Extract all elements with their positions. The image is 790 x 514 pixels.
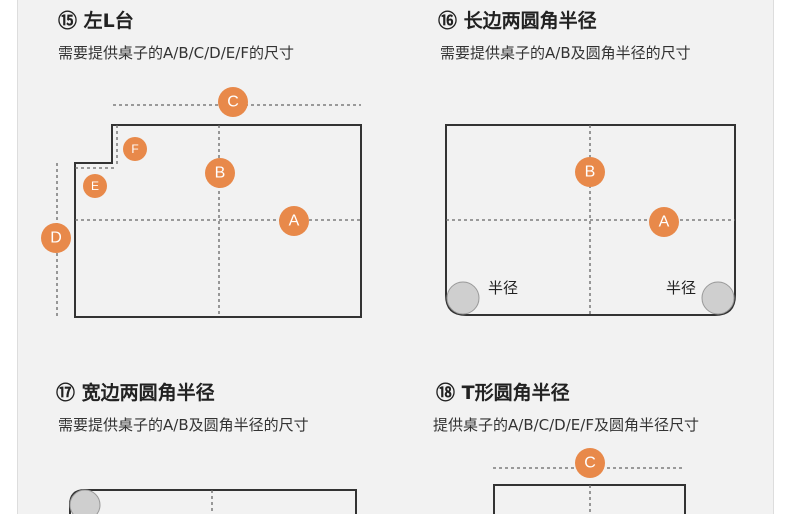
marker-c: C bbox=[584, 455, 596, 472]
marker-b: B bbox=[215, 165, 226, 182]
section-18-title: ⑱ T形圆角半径 bbox=[436, 382, 570, 404]
radius-marker bbox=[69, 489, 101, 514]
section-16-subtitle: 需要提供桌子的A/B及圆角半径的尺寸 bbox=[440, 44, 691, 62]
section-17-title: ⑰ 宽边两圆角半径 bbox=[56, 382, 215, 404]
section-15-title: ⑮ 左L台 bbox=[58, 10, 134, 32]
marker-d: D bbox=[50, 230, 62, 247]
rounded-wide-desk-outline bbox=[69, 489, 357, 514]
marker-c: C bbox=[227, 94, 239, 111]
section-16-title: ⑯ 长边两圆角半径 bbox=[438, 10, 597, 32]
marker-a: A bbox=[289, 213, 300, 230]
section-15-subtitle: 需要提供桌子的A/B/C/D/E/F的尺寸 bbox=[58, 44, 294, 62]
page bbox=[17, 0, 774, 514]
l-desk-outline bbox=[74, 124, 362, 318]
section-18-subtitle: 提供桌子的A/B/C/D/E/F及圆角半径尺寸 bbox=[433, 416, 699, 434]
marker-f: F bbox=[131, 142, 138, 156]
radius-label: 半径 bbox=[488, 279, 518, 297]
marker-a: A bbox=[659, 214, 670, 231]
rounded-long-desk-outline bbox=[445, 124, 736, 316]
section-17-subtitle: 需要提供桌子的A/B及圆角半径的尺寸 bbox=[58, 416, 309, 434]
radius-marker bbox=[446, 281, 480, 315]
marker-b: B bbox=[585, 164, 596, 181]
marker-e: E bbox=[91, 179, 99, 193]
radius-label: 半径 bbox=[666, 279, 696, 297]
radius-marker bbox=[701, 281, 735, 315]
